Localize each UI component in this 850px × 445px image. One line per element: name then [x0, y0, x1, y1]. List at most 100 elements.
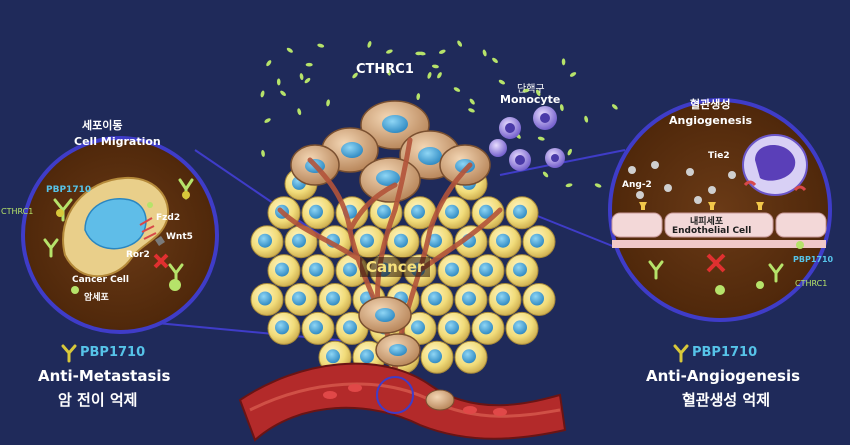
- tumor-cell-nucleus: [479, 320, 493, 335]
- monocyte-english-label: Monocyte: [500, 93, 561, 106]
- cthrc1-particle: [352, 72, 358, 79]
- cthrc1-particle: [469, 98, 475, 105]
- tumor-cell-nucleus: [377, 204, 391, 219]
- tumor-cell-nucleus: [428, 349, 442, 364]
- cthrc1-top-label: CTHRC1: [356, 62, 414, 77]
- blood-vessel: [238, 362, 567, 442]
- tumor-cell-nucleus: [292, 233, 306, 248]
- cthrc1-particle: [427, 72, 432, 79]
- migrating-cancer-cells: [358, 296, 421, 367]
- left-title-english: Cell Migration: [74, 135, 161, 148]
- tumor-cell-nucleus: [530, 291, 544, 306]
- tumor-cell-nucleus: [411, 320, 425, 335]
- left-title-korean: 세포이동: [82, 119, 123, 132]
- cthrc1-particle: [260, 90, 265, 98]
- tumor-cell-nucleus: [496, 291, 510, 306]
- tumor-cell-nucleus: [258, 233, 272, 248]
- cthrc1-particle: [305, 62, 313, 67]
- tumor-cell-nucleus: [513, 262, 527, 277]
- tumor-cell-nucleus: [360, 349, 374, 364]
- tumor-cell-nucleus: [343, 320, 357, 335]
- tumor-cell-nucleus: [394, 233, 408, 248]
- cthrc1-particle: [594, 183, 602, 188]
- cthrc1-particle: [261, 149, 265, 157]
- monocytes: [489, 106, 565, 171]
- right-caption-korean: 혈관생성 억제: [682, 391, 771, 409]
- cthrc1-particle: [457, 40, 463, 47]
- cancer-cell-english-label: Cancer Cell: [72, 275, 129, 285]
- cthrc1-particle: [482, 49, 487, 57]
- cthrc1-particle: [611, 104, 618, 110]
- cthrc1-particle: [286, 47, 293, 53]
- cthrc1-particle: [326, 99, 330, 107]
- left-panel-cell-migration: [21, 136, 219, 334]
- cthrc1-particle: [498, 79, 506, 85]
- tumor-cell-nucleus: [428, 291, 442, 306]
- cthrc1-particle: [304, 77, 311, 84]
- tumor-cell-nucleus: [275, 262, 289, 277]
- left-cthrc1-label: CTHRC1: [1, 207, 34, 216]
- right-caption-english: Anti-Angiogenesis: [646, 367, 801, 385]
- cthrc1-particle: [280, 90, 286, 97]
- cthrc1-particle: [431, 64, 439, 69]
- tumor-cell-nucleus: [309, 320, 323, 335]
- cthrc1-particle: [415, 51, 423, 56]
- cthrc1-particle: [537, 136, 545, 141]
- tumor-cell-nucleus: [462, 349, 476, 364]
- tumor-cell-nucleus: [326, 291, 340, 306]
- tumor-cell-nucleus: [513, 204, 527, 219]
- cthrc1-particle: [468, 108, 475, 113]
- right-panel-angiogenesis: [608, 98, 832, 322]
- cancer-cell-korean-label: 암세포: [84, 293, 109, 303]
- ang2-label: Ang-2: [622, 180, 652, 190]
- tumor-cell-nucleus: [445, 262, 459, 277]
- fzd2-label: Fzd2: [156, 213, 181, 223]
- cthrc1-particle: [522, 88, 530, 93]
- tumor-cell-nucleus: [428, 233, 442, 248]
- cthrc1-particle: [416, 93, 421, 101]
- right-caption-pbp: PBP1710: [692, 345, 758, 360]
- tumor-cell-nucleus: [309, 204, 323, 219]
- tumor-cell-nucleus: [326, 349, 340, 364]
- monocyte-korean-label: 단핵구: [517, 84, 545, 95]
- cthrc1-particle: [266, 60, 272, 67]
- right-title-korean: 혈관생성: [690, 98, 731, 111]
- cthrc1-particle: [567, 148, 572, 156]
- cthrc1-particle: [561, 58, 566, 66]
- left-pbp-label: PBP1710: [46, 185, 92, 195]
- tumor-cell-nucleus: [309, 262, 323, 277]
- tumor-cell-nucleus: [445, 320, 459, 335]
- tie2-label: Tie2: [708, 151, 730, 161]
- cthrc1-particle: [492, 57, 498, 64]
- cthrc1-particle: [542, 171, 549, 178]
- right-cthrc1-label: CTHRC1: [795, 279, 828, 288]
- cthrc1-particle: [386, 49, 393, 54]
- tumor-cell-nucleus: [530, 233, 544, 248]
- cthrc1-particle: [299, 73, 304, 81]
- cthrc1-particle: [297, 108, 302, 116]
- cthrc1-particle: [386, 68, 391, 76]
- tumor-cell-nucleus: [360, 233, 374, 248]
- endothelial-korean-label: 내피세포: [690, 217, 724, 227]
- antibody-icon-right: [673, 344, 689, 363]
- tumor-cell-nucleus: [343, 262, 357, 277]
- cthrc1-particle: [584, 115, 589, 123]
- cthrc1-particle: [453, 87, 461, 92]
- cthrc1-particle: [565, 183, 573, 188]
- cthrc1-particle: [535, 89, 541, 96]
- cthrc1-particle: [437, 72, 442, 79]
- endothelial-english-label: Endothelial Cell: [672, 226, 752, 236]
- cthrc1-particle: [438, 49, 446, 54]
- left-caption-pbp: PBP1710: [80, 345, 146, 360]
- right-pbp-label: PBP1710: [793, 255, 834, 264]
- tumor-cell-nucleus: [275, 320, 289, 335]
- cthrc1-particle: [276, 78, 281, 86]
- cthrc1-particles: [260, 40, 618, 188]
- tumor-cell-nucleus: [479, 204, 493, 219]
- tumor-cell-nucleus: [258, 291, 272, 306]
- cthrc1-particle: [264, 118, 271, 123]
- tumor-cell-nucleus: [513, 320, 527, 335]
- cthrc1-particle: [559, 104, 564, 112]
